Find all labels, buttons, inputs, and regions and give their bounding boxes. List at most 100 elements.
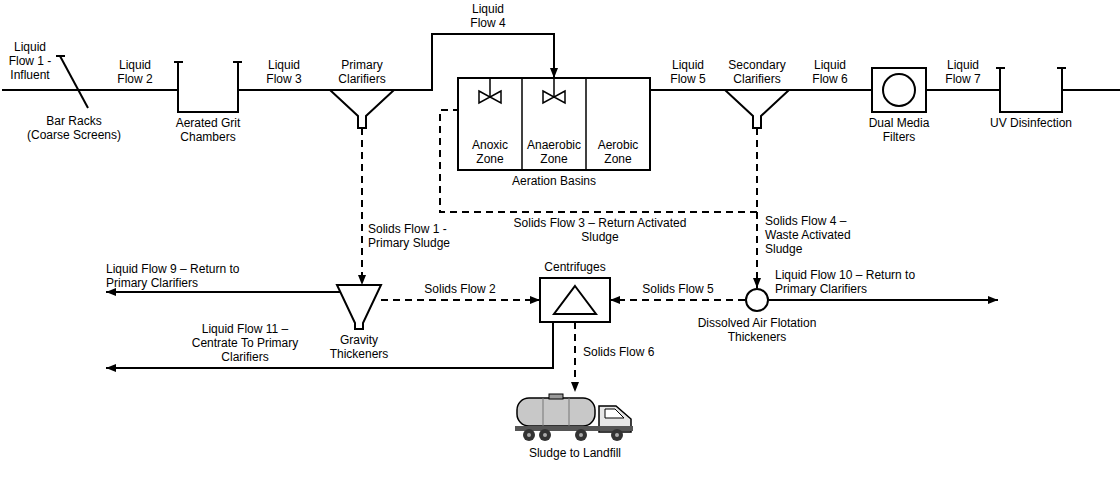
uv-unit-outline: [1000, 68, 1062, 112]
flow-label: Liquid Flow 4: [458, 2, 518, 30]
clarifier-outline: [330, 90, 394, 128]
centrifuge-outline: [540, 278, 610, 322]
unit-label: Secondary Clarifiers: [717, 58, 797, 86]
unit-label: Aerated Grit Chambers: [163, 116, 253, 144]
flow-label: Liquid Flow 1 - Influent: [3, 40, 57, 82]
flow-label: Liquid Flow 6: [800, 58, 860, 86]
label-holder: Aeration Basins: [474, 174, 634, 188]
solids-flow-line: [610, 299, 745, 301]
label-holder: Centrifuges: [530, 260, 620, 274]
unit-label: Aerobic Zone: [588, 138, 648, 166]
grit-chamber: Aerated Grit Chambers: [178, 62, 238, 112]
return-line: [769, 299, 998, 301]
flow-label: Liquid Flow 3: [254, 58, 314, 86]
liquid-flow-line: [92, 89, 178, 91]
bar-rack: Bar Racks (Coarse Screens): [56, 54, 92, 110]
sludge-truck: Sludge to Landfill: [515, 392, 635, 442]
unit-label: Sludge to Landfill: [515, 446, 635, 460]
unit-label: Dissolved Air Flotation Thickeners: [695, 316, 820, 344]
thickener-outline: [337, 285, 381, 329]
liquid-flow-line: [650, 89, 725, 91]
label-holder: Liquid Flow 2: [105, 58, 165, 86]
centrifuge: Centrifuges: [540, 278, 610, 322]
label-holder: UV Disinfection: [981, 116, 1081, 130]
label-holder: Solids Flow 2: [415, 282, 505, 296]
flow-label: Solids Flow 1 - Primary Sludge: [368, 222, 463, 250]
label-holder: Solids Flow 4 – Waste Activated Sludge: [765, 214, 865, 256]
label-holder: Bar Racks (Coarse Screens): [24, 114, 124, 142]
label-holder: Liquid Flow 9 – Return to Primary Clarif…: [106, 262, 271, 290]
flow-label: Solids Flow 3 – Return Activated Sludge: [510, 216, 690, 244]
label-holder: Liquid Flow 11 – Centrate To Primary Cla…: [185, 322, 305, 364]
thickener: Gravity Thickeners: [337, 285, 381, 329]
liquid-flow-line: [789, 89, 872, 91]
clarifier-outline: [725, 90, 789, 128]
label-holder: Liquid Flow 4: [458, 2, 518, 30]
solids-flow-line: [574, 322, 576, 392]
flow-label: Liquid Flow 2: [105, 58, 165, 86]
liquid-flow-line: [926, 89, 1000, 91]
flow-label: Solids Flow 2: [415, 282, 505, 296]
centrate-line: [106, 322, 553, 368]
flow-label: Liquid Flow 5: [658, 58, 718, 86]
filter-unit: Dual Media Filters: [872, 68, 926, 112]
unit-label: Anoxic Zone: [460, 138, 520, 166]
basin-zone: Aerobic Zone: [586, 78, 650, 170]
label-holder: Solids Flow 5: [633, 282, 723, 296]
label-holder: Solids Flow 1 - Primary Sludge: [368, 222, 463, 250]
label-holder: Solids Flow 6: [583, 345, 673, 359]
unit-label: Centrifuges: [530, 260, 620, 274]
solids-flow-line: [361, 128, 363, 285]
label-holder: Solids Flow 3 – Return Activated Sludge: [510, 216, 690, 244]
label-holder: Gravity Thickeners: [319, 333, 399, 361]
mixer-symbol: [479, 78, 501, 103]
flow-label: Solids Flow 6: [583, 345, 673, 359]
label-holder: Dual Media Filters: [859, 116, 939, 144]
flow-label: Liquid Flow 7: [933, 58, 993, 86]
unit-label: UV Disinfection: [981, 116, 1081, 130]
sludge-truck-outline: [515, 392, 635, 442]
mixer-symbol: [543, 78, 565, 103]
liquid-flow-line: [394, 34, 554, 90]
solids-flow-line: [381, 299, 540, 301]
unit-label: Primary Clarifiers: [322, 58, 402, 86]
label-holder: Aerated Grit Chambers: [163, 116, 253, 144]
aeration-basin: Aeration BasinsAnoxic ZoneAnaerobic Zone…: [458, 78, 650, 170]
clarifier: Primary Clarifiers: [330, 90, 394, 128]
unit-label: Dual Media Filters: [859, 116, 939, 144]
filter-unit-outline: [872, 68, 926, 112]
label-holder: Liquid Flow 5: [658, 58, 718, 86]
label-holder: Dissolved Air Flotation Thickeners: [695, 316, 820, 344]
solids-flow-line: [440, 110, 757, 212]
return-line: [106, 291, 340, 293]
label-holder: Liquid Flow 1 - Influent: [3, 40, 57, 82]
label-holder: Liquid Flow 10 – Return to Primary Clari…: [775, 268, 940, 296]
flow-label: Liquid Flow 9 – Return to Primary Clarif…: [106, 262, 271, 290]
unit-label: Aeration Basins: [474, 174, 634, 188]
effluent-line: [1062, 89, 1120, 91]
bar-rack-outline: [56, 54, 92, 110]
unit-label: Gravity Thickeners: [319, 333, 399, 361]
flow-label: Solids Flow 5: [633, 282, 723, 296]
uv-unit: UV Disinfection: [1000, 68, 1062, 112]
flow-label: Liquid Flow 11 – Centrate To Primary Cla…: [185, 322, 305, 364]
unit-label: Bar Racks (Coarse Screens): [24, 114, 124, 142]
solids-flow-line: [756, 128, 758, 288]
flow-label: Liquid Flow 10 – Return to Primary Clari…: [775, 268, 940, 296]
unit-label: Anaerobic Zone: [524, 138, 584, 166]
daf-thickener-outline: [745, 288, 769, 312]
label-holder: Sludge to Landfill: [515, 446, 635, 460]
label-holder: Primary Clarifiers: [322, 58, 402, 86]
label-holder: Liquid Flow 6: [800, 58, 860, 86]
basin-zone: Anaerobic Zone: [522, 78, 586, 170]
influent-line: [2, 89, 80, 91]
daf-thickener: Dissolved Air Flotation Thickeners: [745, 288, 769, 312]
clarifier: Secondary Clarifiers: [725, 90, 789, 128]
liquid-flow-line: [238, 89, 330, 91]
label-holder: Liquid Flow 7: [933, 58, 993, 86]
grit-chamber-outline: [178, 62, 238, 112]
basin-zone: Anoxic Zone: [458, 78, 522, 170]
flow-label: Solids Flow 4 – Waste Activated Sludge: [765, 214, 865, 256]
label-holder: Secondary Clarifiers: [717, 58, 797, 86]
label-holder: Liquid Flow 3: [254, 58, 314, 86]
